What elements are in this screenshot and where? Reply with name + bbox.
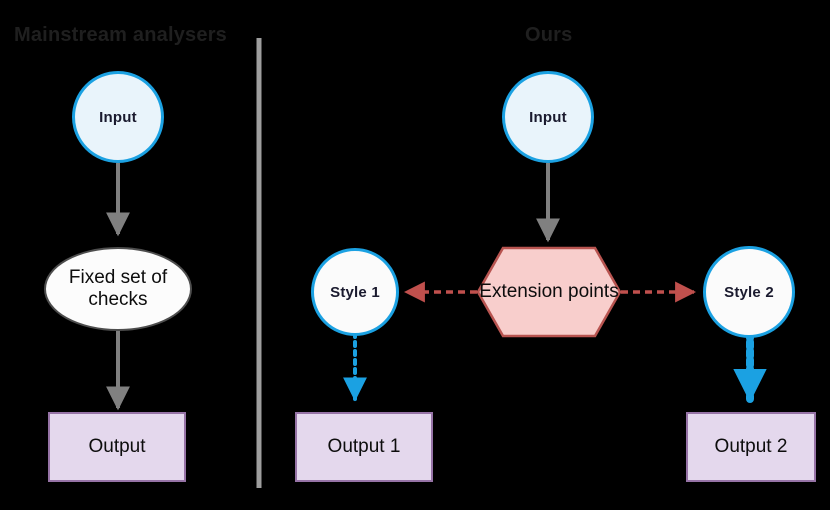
style-1-node[interactable]: Style 1 xyxy=(311,248,399,336)
style-2-node[interactable]: Style 2 xyxy=(703,246,795,338)
left-input-label: Input xyxy=(99,108,137,126)
fixed-set-of-checks-label: Fixed set of checks xyxy=(68,266,168,310)
left-output-label: Output xyxy=(88,436,146,457)
right-input-label: Input xyxy=(529,108,567,126)
left-panel-title: Mainstream analysers xyxy=(14,24,228,46)
left-input-node[interactable]: Input xyxy=(72,71,164,163)
right-input-node[interactable]: Input xyxy=(502,71,594,163)
output-1-node[interactable]: Output 1 xyxy=(295,412,433,482)
output-2-label: Output 2 xyxy=(714,436,788,457)
style-1-label: Style 1 xyxy=(330,283,380,301)
style-2-label: Style 2 xyxy=(724,283,774,301)
fixed-set-of-checks-node[interactable]: Fixed set of checks xyxy=(44,247,192,331)
output-1-label: Output 1 xyxy=(327,436,401,457)
extension-points-hexagon[interactable] xyxy=(476,246,622,338)
output-2-node[interactable]: Output 2 xyxy=(686,412,816,482)
right-panel-title: Ours xyxy=(525,24,573,46)
left-output-node[interactable]: Output xyxy=(48,412,186,482)
